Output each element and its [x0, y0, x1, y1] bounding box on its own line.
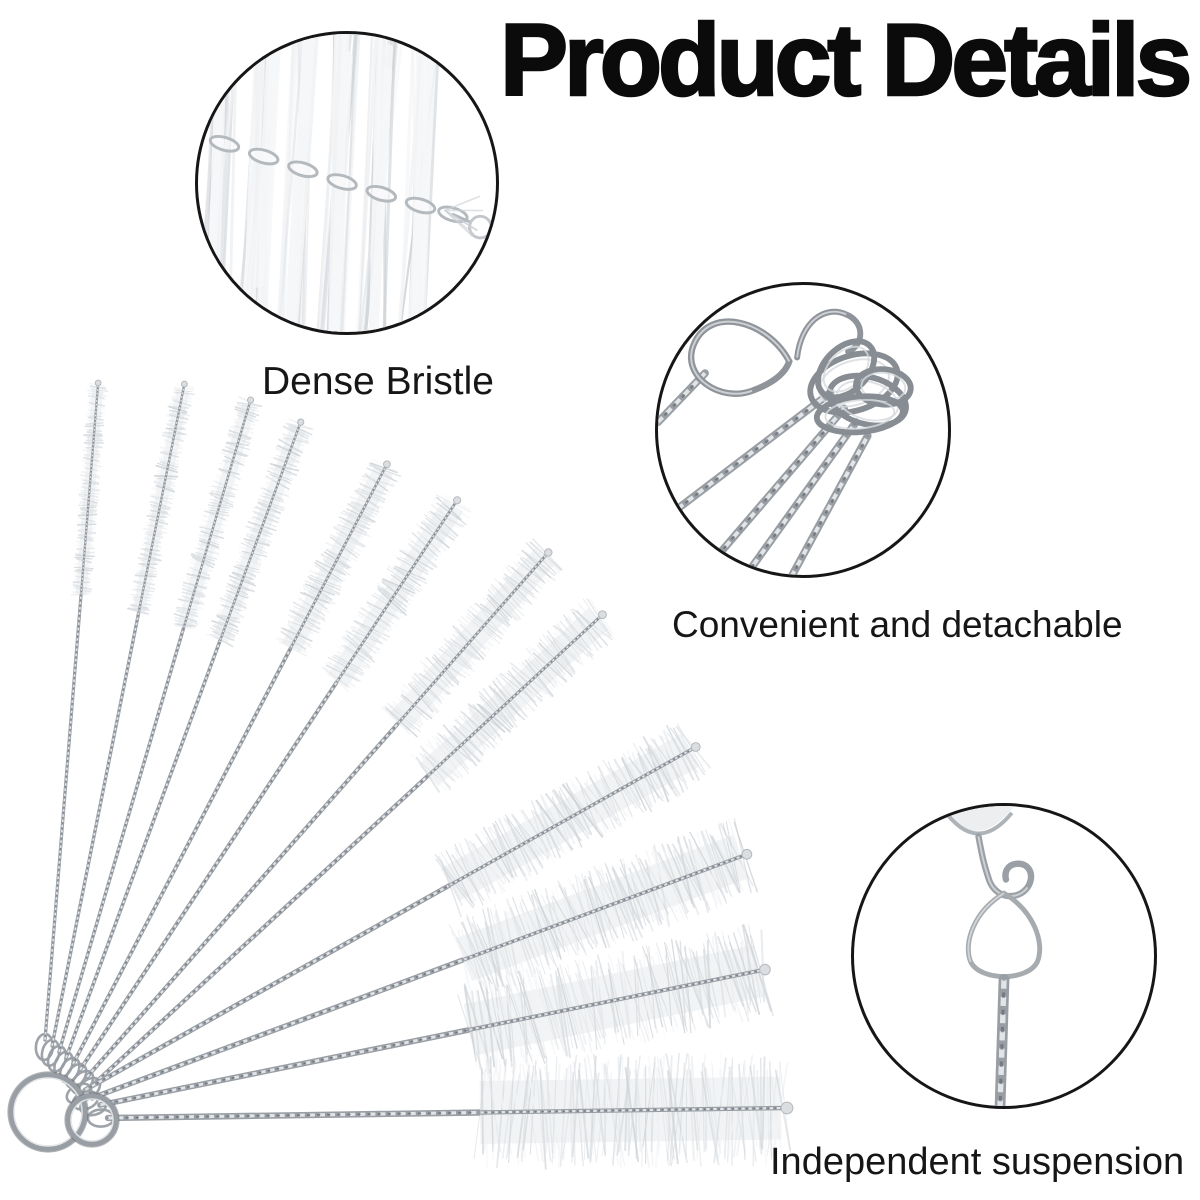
brush — [104, 1052, 794, 1170]
suspension-closeup — [941, 806, 1043, 1106]
suspension-label: Independent suspension — [770, 1141, 1185, 1183]
brush — [57, 396, 263, 1054]
brush — [84, 538, 563, 1080]
brush — [64, 418, 314, 1060]
hanging-hook-detail-photo — [851, 803, 1157, 1109]
brush — [89, 818, 758, 1101]
brush — [50, 380, 195, 1048]
dense-bristle-closeup — [198, 34, 493, 332]
brush — [91, 598, 615, 1087]
dense-bristle-detail-photo — [195, 31, 499, 335]
brush — [82, 723, 711, 1093]
brush — [43, 379, 109, 1042]
brush — [97, 924, 774, 1108]
detachable-closeup — [658, 308, 914, 575]
brush — [71, 458, 402, 1066]
page-title: Product Details — [499, 2, 1194, 119]
dense-bristle-label: Dense Bristle — [262, 360, 494, 403]
detachable-label: Convenient and detachable — [672, 604, 1123, 645]
detachable-ring-detail-photo — [655, 282, 951, 578]
brush — [78, 494, 472, 1072]
